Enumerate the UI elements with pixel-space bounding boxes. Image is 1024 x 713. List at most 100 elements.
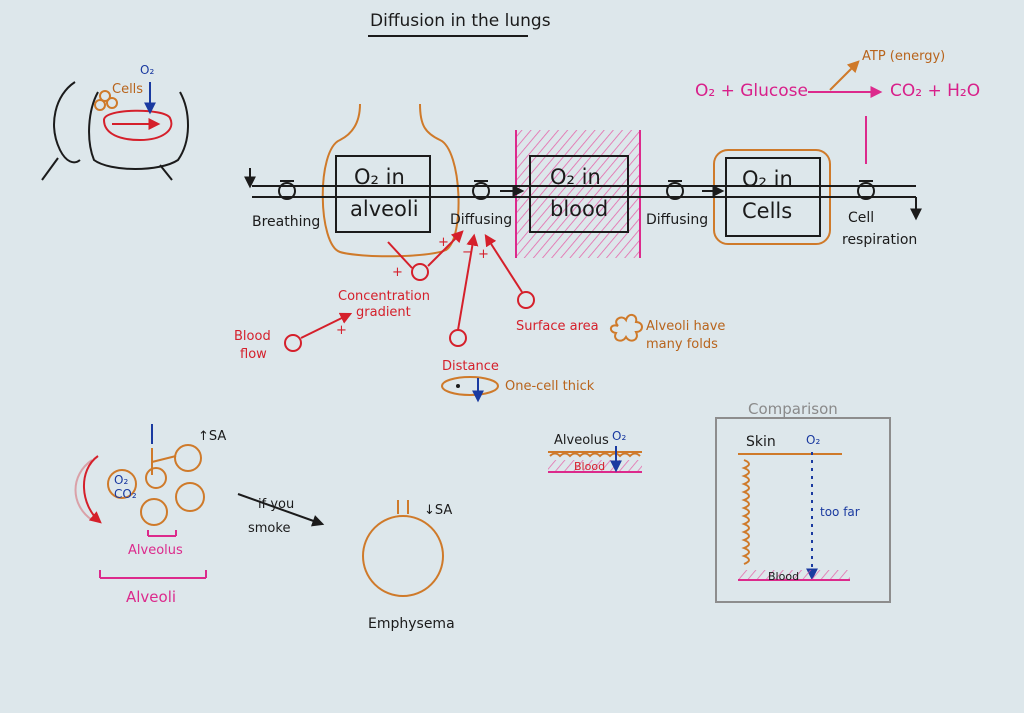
cell-dot-3	[94, 99, 106, 111]
valve-respiration-icon	[857, 182, 875, 200]
cell-dot-1	[99, 90, 111, 102]
surface-area-plus: +	[478, 247, 489, 262]
comparison-panel: Comparison Skin O₂ too far Blood	[715, 400, 891, 603]
o2-label-top: O₂	[140, 63, 154, 77]
valve4-label-line2: respiration	[842, 232, 917, 248]
alveolus-sac-2	[107, 469, 137, 499]
folds-icon	[610, 314, 643, 342]
cell-dot-2	[106, 97, 118, 109]
alveolus-outline	[321, 103, 460, 258]
equation-left: O₂ + Glucose	[695, 81, 808, 101]
comparison-blood-fill	[738, 570, 850, 580]
valve1-label: Breathing	[252, 214, 320, 230]
one-cell-icon	[441, 376, 499, 396]
comparison-blood-label: Blood	[768, 570, 799, 583]
emphysema-label: Emphysema	[368, 616, 455, 632]
smoke-arrow	[237, 493, 325, 527]
valve4-label-line1: Cell	[848, 210, 874, 226]
valve-diffusing-1-icon	[472, 182, 490, 200]
surface-area-node	[517, 291, 535, 309]
valve-diffusing-2-icon	[666, 182, 684, 200]
distance-minus: −	[462, 245, 473, 260]
alveoli-label: Alveoli	[126, 588, 176, 606]
valve-diffusing-1	[472, 180, 490, 200]
capillary-band	[74, 459, 93, 521]
one-cell-nucleus	[456, 384, 460, 388]
cell-body-outline	[88, 91, 189, 170]
surface-area-label: Surface area	[516, 319, 599, 334]
comparison-skin-layers	[741, 459, 750, 565]
box3-line1: O₂ in	[742, 167, 793, 191]
smoke-label-2: smoke	[248, 521, 290, 536]
capillary-arrow	[83, 455, 102, 524]
alveolus-sac-5	[140, 498, 168, 526]
box-o2-alveoli	[335, 155, 431, 233]
blood-flow-label-2: flow	[240, 347, 267, 362]
atp-label: ATP (energy)	[862, 49, 945, 64]
airway-branches	[151, 448, 177, 475]
surface-area-link	[484, 233, 523, 293]
concentration-plus-2: +	[438, 235, 449, 250]
distance-link	[457, 233, 479, 331]
concentration-label-1: Concentration	[338, 289, 430, 304]
lung-left-leg	[41, 157, 59, 181]
valve3-label: Diffusing	[646, 212, 708, 228]
alveoli-co2: CO₂	[114, 487, 137, 501]
alveolus-sac-1	[174, 444, 202, 472]
comparison-title: Comparison	[748, 400, 838, 418]
smoke-label-1: if you	[258, 497, 294, 512]
box2-line2: blood	[550, 197, 608, 221]
blood-flow-node	[284, 334, 302, 352]
alveolus-sac-3	[145, 467, 167, 489]
concentration-node	[411, 263, 429, 281]
distance-label: Distance	[442, 359, 499, 374]
folds-label-2: many folds	[646, 337, 718, 352]
one-cell-label: One-cell thick	[505, 379, 595, 394]
cell-body-leg	[159, 164, 173, 181]
emphysema-sketch: ↓SA Emphysema	[362, 500, 455, 632]
lungs-cell-sketch: Cells O₂	[41, 63, 189, 181]
membrane-blood-label: Blood	[574, 460, 605, 473]
comparison-frame	[715, 417, 891, 603]
blood-flow-plus: +	[336, 323, 347, 338]
comparison-too-far: too far	[820, 505, 860, 519]
valve-diffusing-2	[666, 180, 684, 200]
lung-left-outline	[53, 81, 81, 164]
box1-line1: O₂ in	[354, 165, 405, 189]
alveoli-o2: O₂	[114, 473, 128, 487]
alveoli-sketch: ↑SA O₂ CO₂ Alveolus Alveoli	[74, 424, 226, 606]
atp-branch-arrow	[829, 60, 860, 91]
blood-flow-link	[300, 312, 353, 339]
emphysema-airway	[397, 500, 409, 514]
membrane-cells	[549, 452, 641, 458]
emphysema-sa-down: ↓SA	[424, 503, 452, 518]
valve-respiration	[857, 180, 875, 200]
box-o2-cells	[725, 157, 821, 237]
alveolus-sac-4	[175, 482, 205, 512]
membrane-o2-label: O₂	[612, 429, 626, 443]
alveoli-sa-up: ↑SA	[198, 429, 226, 444]
circulation-loop	[102, 109, 173, 142]
emphysema-sac	[362, 515, 444, 597]
concentration-link-diffusing	[427, 230, 464, 267]
page-title: Diffusion in the lungs	[370, 11, 551, 31]
cells-label: Cells	[112, 82, 143, 97]
valve-breathing	[278, 180, 296, 200]
blood-hatch	[515, 130, 641, 258]
equation-right: CO₂ + H₂O	[890, 81, 980, 101]
membrane-alveolus-label: Alveolus	[554, 433, 609, 448]
diffusion-factors: + + Concentration gradient + Blood flow …	[234, 230, 725, 403]
concentration-label-2: gradient	[356, 305, 411, 320]
diffusion-pipeline: O₂ in alveoli O₂ in blood O₂ in Cells Br…	[244, 103, 922, 258]
box2-line1: O₂ in	[550, 165, 601, 189]
blood-flow-label-1: Blood	[234, 329, 271, 344]
comparison-skin: Skin	[746, 434, 776, 450]
folds-label-1: Alveoli have	[646, 319, 725, 334]
distance-node	[449, 329, 467, 347]
box-o2-blood	[529, 155, 629, 233]
box3-line2: Cells	[742, 199, 792, 223]
concentration-link-alveoli	[387, 241, 413, 269]
comparison-o2: O₂	[806, 433, 820, 447]
